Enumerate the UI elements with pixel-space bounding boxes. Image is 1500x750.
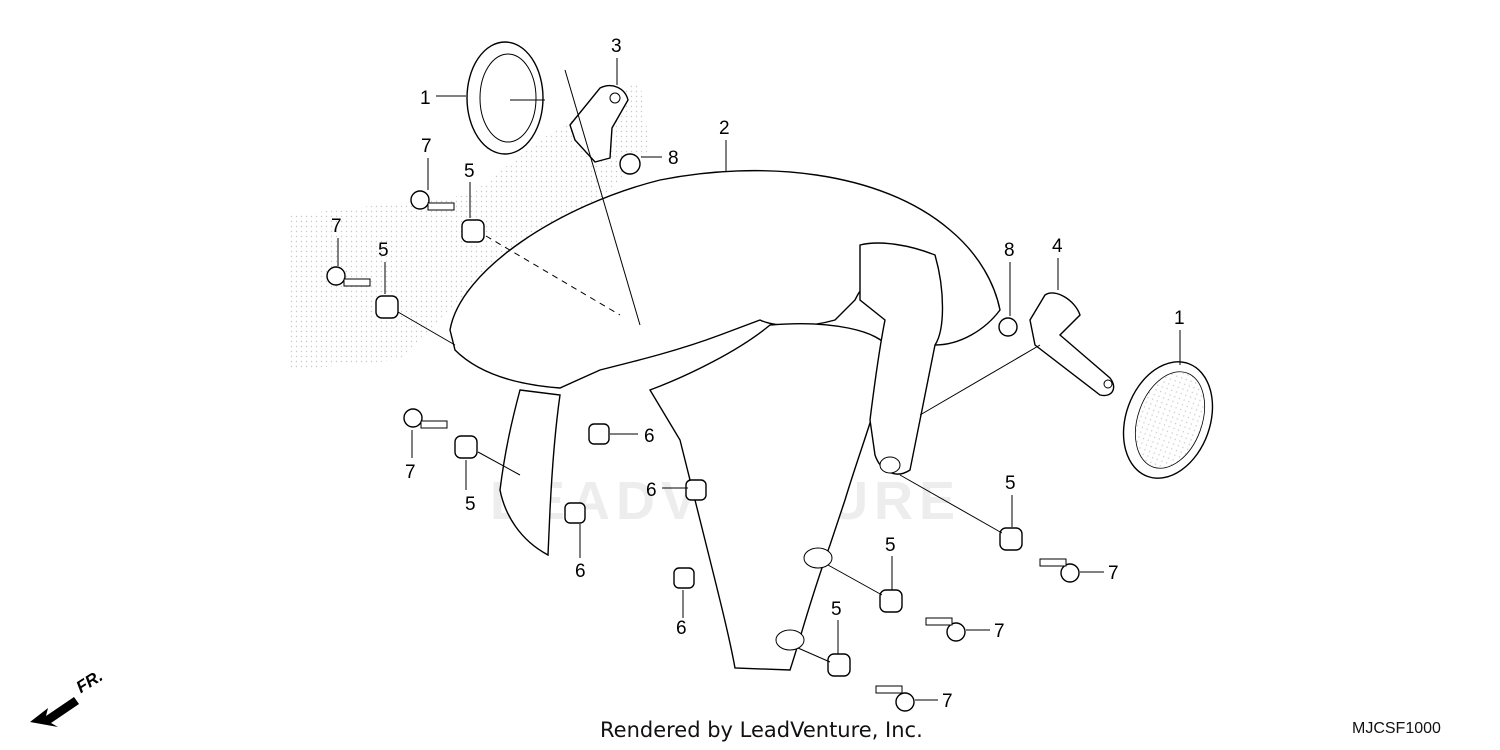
diagram-code: MJCSF1000 xyxy=(1352,720,1441,737)
axis-line xyxy=(827,564,883,596)
callout-7: 7 xyxy=(331,216,342,237)
callout-7: 7 xyxy=(994,621,1005,642)
reflector-disc-inner xyxy=(1135,371,1205,469)
callout-5: 5 xyxy=(465,494,476,515)
bolt-icon xyxy=(925,617,966,642)
stay-left-hole xyxy=(609,92,621,104)
render-credit: Rendered by LeadVenture, Inc. xyxy=(600,718,923,742)
collar-icon xyxy=(685,479,707,501)
fender-mount-hole xyxy=(879,456,901,474)
grommet-icon xyxy=(827,653,851,677)
grommet-icon xyxy=(454,435,478,459)
collar-icon xyxy=(673,567,695,589)
grommet-icon xyxy=(375,295,399,319)
fender-front-flap xyxy=(499,389,561,557)
collar-icon xyxy=(564,502,586,524)
callout-6: 6 xyxy=(644,426,655,447)
axis-line xyxy=(397,311,456,346)
callout-1-horn: 1 xyxy=(420,88,431,109)
bolt-icon xyxy=(410,190,455,211)
callout-5: 5 xyxy=(464,161,475,182)
collar-icon xyxy=(588,423,610,445)
axis-line xyxy=(899,474,1003,534)
callout-7: 7 xyxy=(1108,563,1119,584)
axis-line xyxy=(919,344,1041,416)
callout-5: 5 xyxy=(378,240,389,261)
nut-icon xyxy=(998,317,1018,337)
callout-1-reflector: 1 xyxy=(1174,308,1185,329)
callout-5: 5 xyxy=(885,535,896,556)
stay-right xyxy=(1029,292,1115,397)
callout-3: 3 xyxy=(611,36,622,57)
callout-8: 8 xyxy=(1004,240,1015,261)
horn-disc-inner xyxy=(479,53,537,143)
stay-right-hole xyxy=(1103,379,1113,389)
fender-mount-hole xyxy=(803,547,833,569)
callout-6: 6 xyxy=(646,480,657,501)
callout-4: 4 xyxy=(1052,236,1063,257)
callout-5: 5 xyxy=(1005,473,1016,494)
callout-5: 5 xyxy=(831,599,842,620)
axis-line xyxy=(797,647,831,663)
bolt-icon xyxy=(403,408,448,429)
grommet-icon xyxy=(461,219,485,243)
fender-rear-arm xyxy=(859,242,944,475)
axis-line xyxy=(564,69,641,326)
bolt-icon xyxy=(326,266,371,287)
callout-6: 6 xyxy=(575,561,586,582)
front-direction-arrow-icon xyxy=(30,697,79,727)
stay-left xyxy=(569,84,629,163)
axis-line xyxy=(485,235,621,316)
callout-7: 7 xyxy=(421,136,432,157)
axis-line xyxy=(477,451,521,476)
grommet-icon xyxy=(879,589,903,613)
callout-7: 7 xyxy=(405,462,416,483)
callout-6: 6 xyxy=(676,618,687,639)
callout-7: 7 xyxy=(942,691,953,712)
nut-icon xyxy=(619,153,641,175)
grommet-icon xyxy=(999,527,1023,551)
bolt-icon xyxy=(875,685,915,712)
bolt-icon xyxy=(1039,558,1080,583)
callout-2: 2 xyxy=(719,118,730,139)
callout-8: 8 xyxy=(668,148,679,169)
fender-mount-hole xyxy=(775,629,805,651)
